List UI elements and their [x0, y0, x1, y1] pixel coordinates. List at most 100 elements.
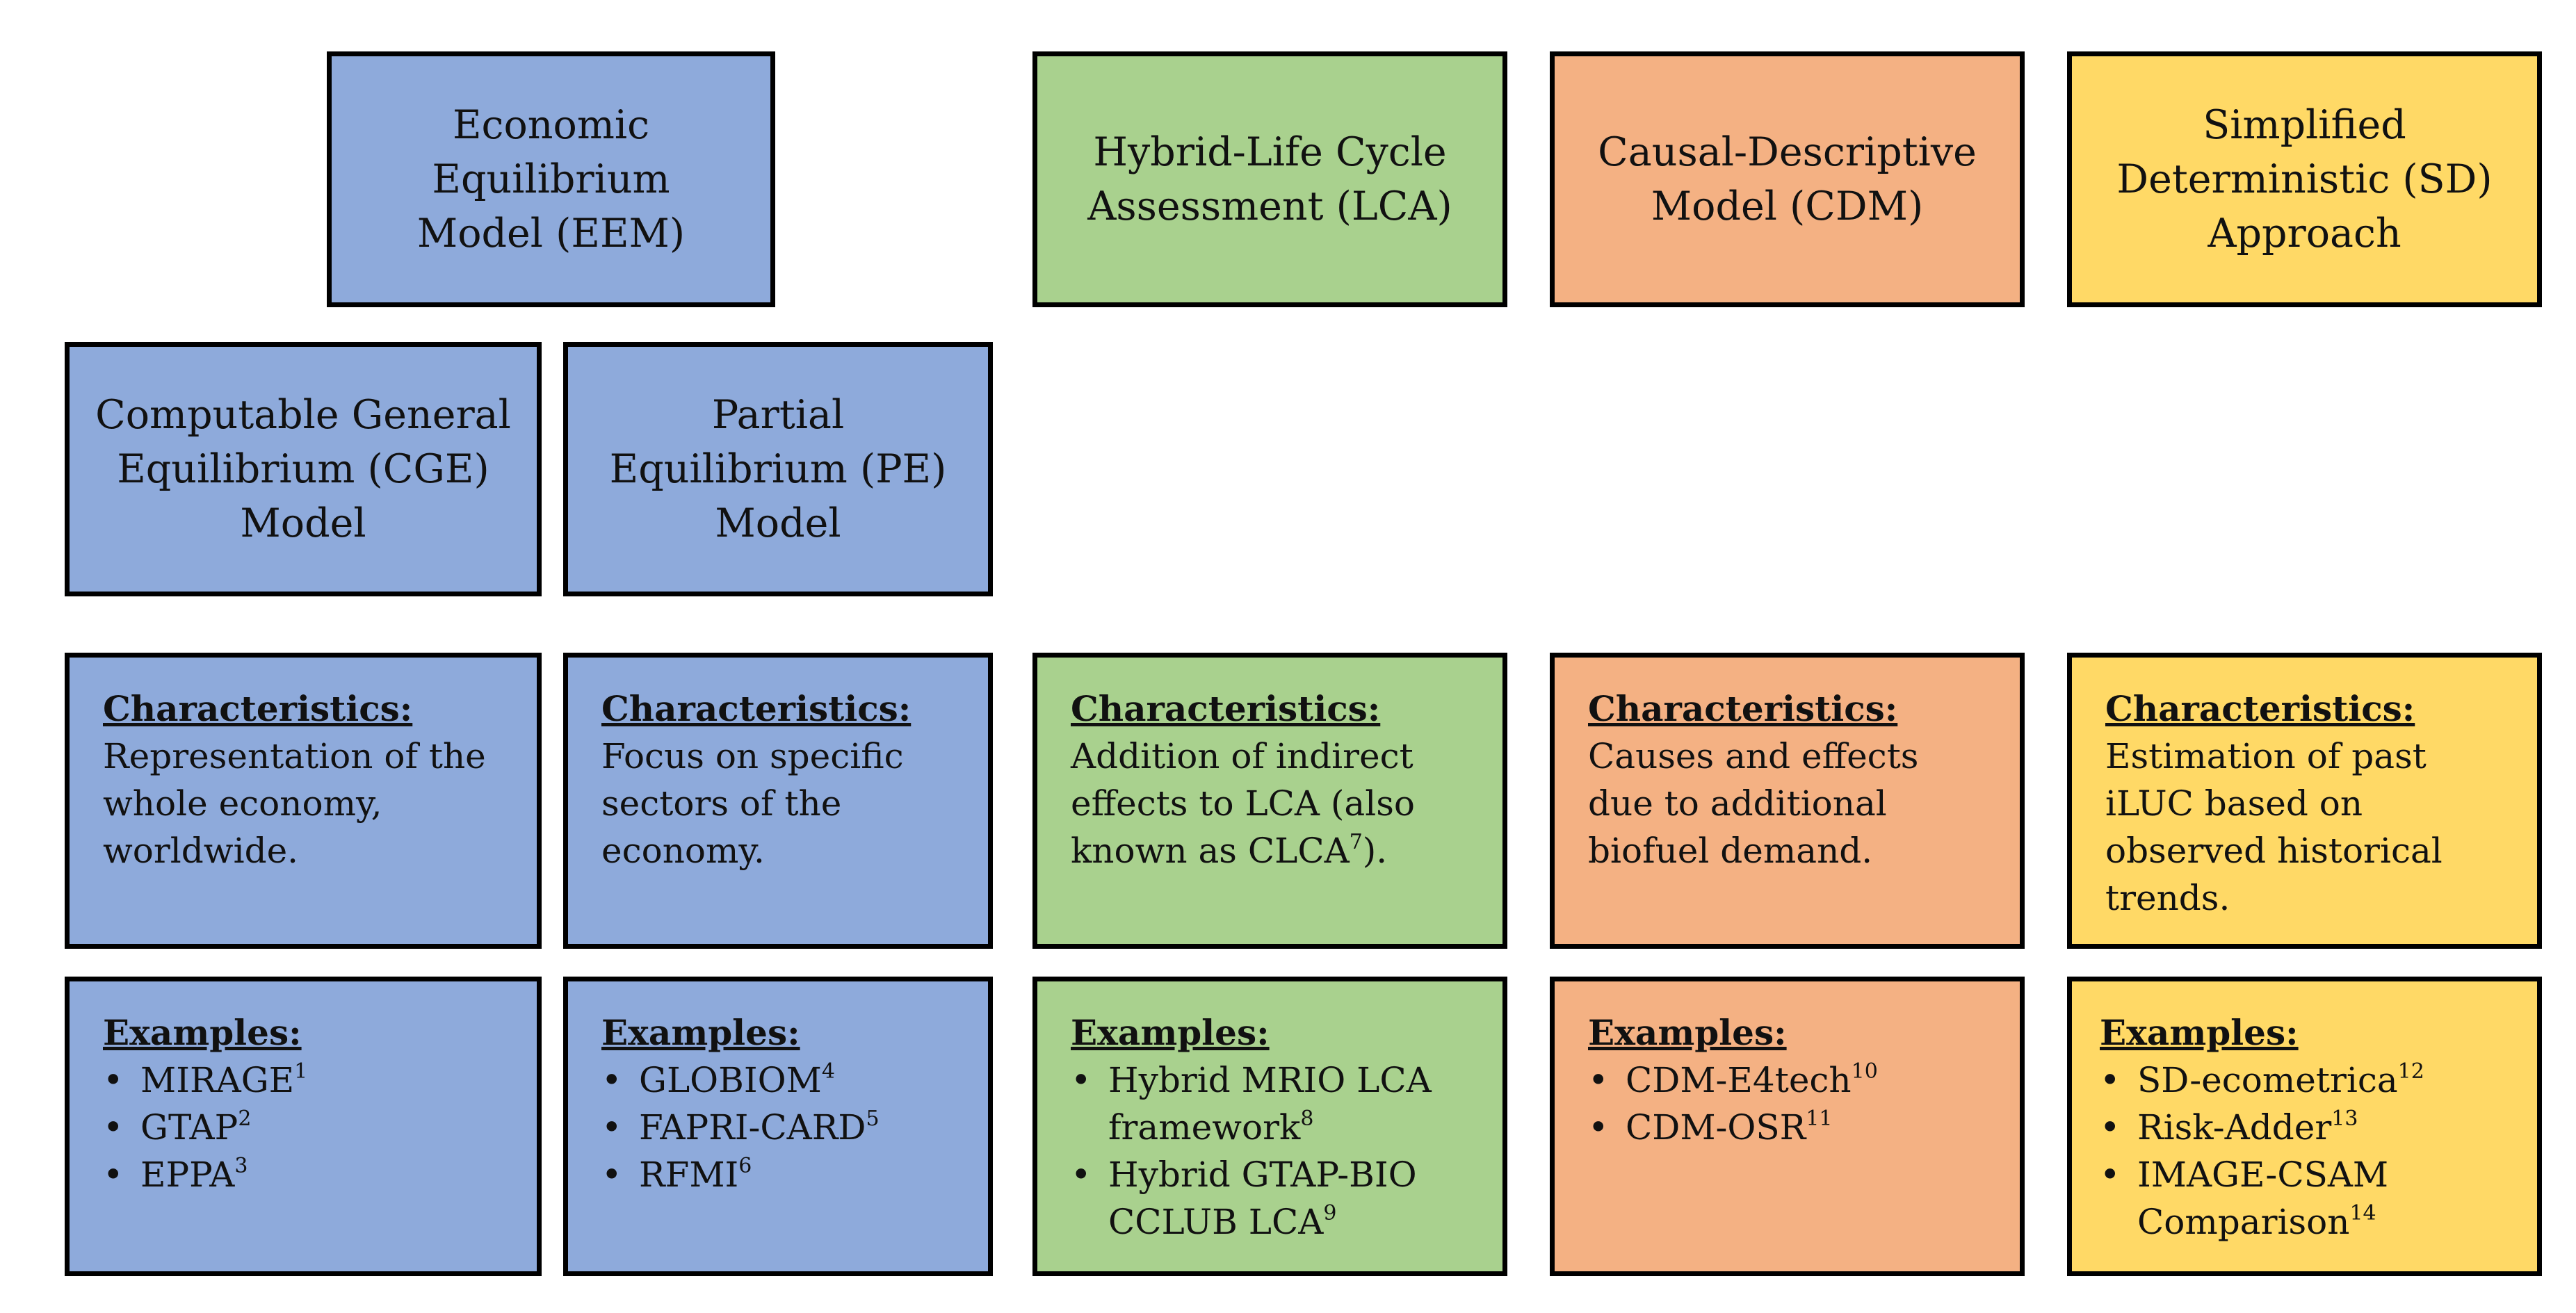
reference-number: 13 [2331, 1107, 2358, 1131]
example-name: RFMI [639, 1155, 739, 1195]
examples-list: •GLOBIOM4 • FAPRI-CARD5 • RFMI6 [601, 1057, 988, 1198]
pe-header-line: Partial [711, 392, 845, 438]
examples-title: Examples: [601, 1012, 800, 1053]
examples-list: • CDM-E4tech10 • CDM-OSR11 [1588, 1057, 2020, 1151]
example-name: CDM-OSR [1626, 1107, 1806, 1148]
lca-header-line: Assessment (LCA) [1087, 184, 1452, 229]
eem-header-line: Economic [452, 102, 650, 148]
bullet-icon: • [1588, 1060, 1609, 1100]
example-item: •EPPA3 [103, 1151, 537, 1198]
characteristics-text: observed historical [2105, 831, 2443, 871]
characteristics-text: sectors of the [601, 783, 842, 824]
cge-examples-box: Examples: •MIRAGE1 •GTAP2 •EPPA3 [65, 977, 542, 1276]
example-name: Risk-Adder [2137, 1107, 2332, 1148]
bullet-icon: • [601, 1107, 622, 1148]
bullet-icon: • [103, 1060, 124, 1100]
sd-header-line: Deterministic (SD) [2116, 156, 2493, 202]
characteristics-title: Characteristics: [103, 688, 413, 729]
bullet-icon: • [601, 1155, 622, 1195]
eem-header-box: Economic Equilibrium Model (EEM) [327, 51, 775, 307]
characteristics-text: due to additional [1588, 783, 1887, 824]
example-item: • CDM-E4tech10 [1588, 1057, 2020, 1104]
example-name: CDM-E4tech [1626, 1060, 1852, 1100]
pe-header-line: Model [715, 500, 841, 546]
example-item: • RFMI6 [601, 1151, 988, 1198]
characteristics-text: Causes and effects [1588, 736, 1919, 776]
bullet-icon: • [2100, 1107, 2121, 1148]
cge-header-line: Equilibrium (CGE) [117, 446, 489, 492]
reference-number: 6 [738, 1154, 752, 1178]
bullet-icon: • [103, 1107, 124, 1148]
characteristics-text: Estimation of past [2105, 736, 2427, 776]
bullet-icon: • [2100, 1060, 2121, 1100]
cge-header-line: Model [240, 500, 366, 546]
bullet-icon: • [2100, 1155, 2121, 1195]
example-name: Hybrid MRIO LCA [1108, 1060, 1432, 1100]
reference-number: 14 [2349, 1201, 2376, 1225]
example-item: • SD-ecometrica12 [2100, 1057, 2537, 1104]
example-item: •MIRAGE1 [103, 1057, 537, 1104]
example-item: • Risk-Adder13 [2100, 1104, 2537, 1151]
example-name: FAPRI-CARD [639, 1107, 866, 1148]
sd-characteristics-box: Characteristics: Estimation of past iLUC… [2067, 653, 2542, 949]
pe-header-line: Equilibrium (PE) [609, 446, 947, 492]
example-item: •GLOBIOM4 [601, 1057, 988, 1104]
reference-number: 2 [238, 1107, 252, 1131]
lca-characteristics-box: Characteristics: Addition of indirect ef… [1032, 653, 1507, 949]
characteristics-text-tail: ). [1362, 831, 1388, 871]
example-name-cont: Comparison [2137, 1202, 2350, 1242]
example-item: • IMAGE-CSAM Comparison14 [2100, 1151, 2537, 1246]
characteristics-title: Characteristics: [2105, 688, 2415, 729]
characteristics-text: whole economy, [103, 783, 382, 824]
reference-number: 12 [2397, 1059, 2424, 1084]
characteristics-text: iLUC based on [2105, 783, 2363, 824]
cge-header-line: Computable General [95, 392, 511, 438]
bullet-icon: • [1071, 1060, 1092, 1100]
examples-title: Examples: [103, 1012, 302, 1053]
cdm-header-box: Causal-Descriptive Model (CDM) [1550, 51, 2025, 307]
sd-header-line: Simplified [2203, 102, 2406, 148]
reference-number: 9 [1323, 1201, 1337, 1225]
cdm-header-line: Model (CDM) [1651, 184, 1924, 229]
bullet-icon: • [103, 1155, 124, 1195]
sd-header-box: Simplified Deterministic (SD) Approach [2067, 51, 2542, 307]
characteristics-title: Characteristics: [1071, 688, 1381, 729]
eem-header-line: Equilibrium [432, 156, 670, 202]
example-name: MIRAGE [140, 1060, 295, 1100]
pe-characteristics-box: Characteristics: Focus on specific secto… [563, 653, 993, 949]
cdm-characteristics-box: Characteristics: Causes and effects due … [1550, 653, 2025, 949]
example-name: Hybrid GTAP-BIO [1108, 1155, 1417, 1195]
cge-characteristics-box: Characteristics: Representation of the w… [65, 653, 542, 949]
cge-header-box: Computable General Equilibrium (CGE) Mod… [65, 342, 542, 596]
characteristics-title: Characteristics: [1588, 688, 1898, 729]
example-name: SD-ecometrica [2137, 1060, 2398, 1100]
characteristics-text: known as CLCA [1071, 831, 1350, 871]
example-item: • CDM-OSR11 [1588, 1104, 2020, 1151]
example-name: GTAP [140, 1107, 238, 1148]
example-item: • GTAP2 [103, 1104, 537, 1151]
reference-number: 8 [1300, 1107, 1314, 1131]
characteristics-text: Representation of the [103, 736, 486, 776]
characteristics-text: effects to LCA (also [1071, 783, 1415, 824]
examples-title: Examples: [1071, 1012, 1270, 1053]
reference-number: 11 [1806, 1107, 1833, 1131]
bullet-icon: • [1071, 1155, 1092, 1195]
reference-number: 4 [821, 1059, 835, 1084]
reference-number: 3 [234, 1154, 248, 1178]
characteristics-text: trends. [2105, 878, 2230, 918]
bullet-icon: • [1588, 1107, 1609, 1148]
example-name: IMAGE-CSAM [2137, 1155, 2389, 1195]
characteristics-text: Focus on specific [601, 736, 904, 776]
characteristics-title: Characteristics: [601, 688, 912, 729]
pe-header-box: Partial Equilibrium (PE) Model [563, 342, 993, 596]
reference-number: 10 [1851, 1059, 1878, 1084]
lca-header-box: Hybrid-Life Cycle Assessment (LCA) [1032, 51, 1507, 307]
reference-number: 5 [866, 1107, 880, 1131]
examples-title: Examples: [2100, 1012, 2299, 1053]
sd-examples-box: Examples: • SD-ecometrica12 • Risk-Adder13… [2067, 977, 2542, 1276]
examples-list: • SD-ecometrica12 • Risk-Adder13 • IMAGE-CS… [2100, 1057, 2537, 1246]
bullet-icon: • [601, 1060, 622, 1100]
